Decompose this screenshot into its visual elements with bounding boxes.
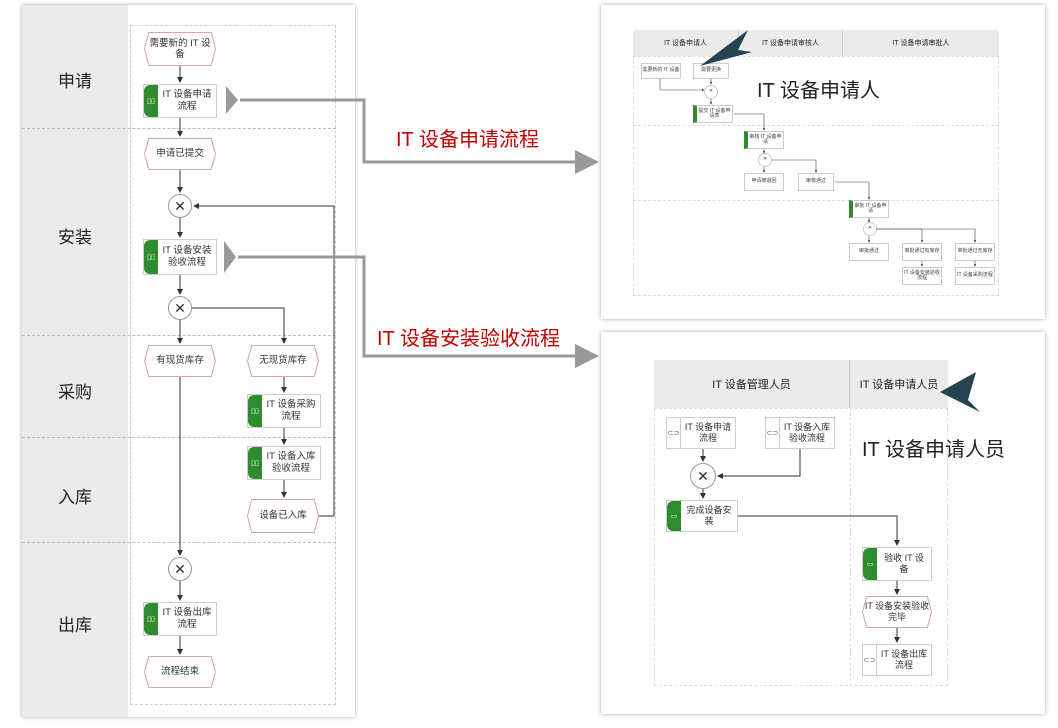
process-inbound-flow-label: IT 设备入库验收流程 xyxy=(266,451,316,474)
gateway-3: ✕ xyxy=(168,557,192,581)
lane-install: 安装 xyxy=(58,228,92,247)
event-stored: 设备已入库 xyxy=(248,500,318,532)
br-apply-flow[interactable]: ⊂⊃ IT 设备申请流程 xyxy=(666,417,736,449)
tr-gateway: ✕ xyxy=(758,153,772,167)
lane-body xyxy=(130,25,336,705)
tr-node: 审批通过无库存 xyxy=(955,243,995,261)
subprocess-icon: ▯▯ xyxy=(144,85,158,117)
br-inbound-flow[interactable]: ⊂⊃ IT 设备入库验收流程 xyxy=(765,417,835,449)
br-accept-device-label: 验收 IT 设备 xyxy=(884,552,924,574)
process-inbound-flow[interactable]: ▯▯ IT 设备入库验收流程 xyxy=(247,446,321,480)
tr-node: 审核通过 xyxy=(798,173,834,191)
tr-node: 需要新的 IT 设备 xyxy=(641,63,681,79)
subprocess-icon: ⊂⊃ xyxy=(863,645,877,675)
process-outbound-flow[interactable]: ▯▯ IT 设备出库流程 xyxy=(143,602,217,636)
br-outbound-flow-label: IT 设备出库流程 xyxy=(880,648,928,670)
lane-header-column xyxy=(22,5,128,717)
lane-purchase: 采购 xyxy=(58,383,92,402)
tr-node: 审批通过 xyxy=(849,243,889,261)
br-apply-flow-label: IT 设备申请流程 xyxy=(684,421,732,443)
br-header-applicant: IT 设备申请人员 xyxy=(850,360,948,408)
br-finish-install[interactable]: ▭ 完成设备安装 xyxy=(666,500,738,532)
tr-node: 提交 IT 设备申请表 xyxy=(693,105,733,123)
br-inbound-flow-label: IT 设备入库验收流程 xyxy=(783,421,831,443)
tr-header-reviewer: IT 设备申请审核人 xyxy=(739,30,843,56)
process-outbound-flow-label: IT 设备出库流程 xyxy=(162,607,212,630)
br-gateway: ✕ xyxy=(690,463,716,489)
lane-inbound: 入库 xyxy=(58,488,92,507)
gateway-2: ✕ xyxy=(168,296,192,320)
tr-node: IT 设备安装验收流程 xyxy=(902,267,942,285)
event-in-stock: 有现货库存 xyxy=(145,346,215,376)
process-apply-flow[interactable]: ▯▯ IT 设备申请流程 xyxy=(143,84,217,118)
event-no-stock: 无现货库存 xyxy=(248,346,318,376)
start-need-new-device: 需要新的 IT 设备 xyxy=(145,33,215,65)
lane-apply: 申请 xyxy=(58,72,92,91)
process-apply-flow-label: IT 设备申请流程 xyxy=(162,89,212,112)
subprocess-icon: ▯▯ xyxy=(248,395,262,427)
process-purchase-flow[interactable]: ▯▯ IT 设备采购流程 xyxy=(247,394,321,428)
br-callout-label: IT 设备申请人员 xyxy=(862,439,1005,461)
subprocess-icon: ⊂⊃ xyxy=(766,418,780,448)
lane-outbound: 出库 xyxy=(58,616,92,635)
br-accept-device[interactable]: ▭ 验收 IT 设备 xyxy=(862,547,932,581)
tr-header-applicant: IT 设备申请人 xyxy=(633,30,739,56)
tr-node: 审批 IT 设备申请 xyxy=(849,200,889,218)
apply-flow-detail-panel: IT 设备申请人 IT 设备申请审核人 IT 设备申请审批人 需要新的 IT 设… xyxy=(601,5,1045,319)
subprocess-icon: ▯▯ xyxy=(144,603,158,635)
br-finish-install-label: 完成设备安装 xyxy=(686,504,732,526)
tr-node: 申请被退回 xyxy=(744,173,784,191)
tr-gateway: ✕ xyxy=(704,85,718,99)
br-done-event: IT 设备安装验收完毕 xyxy=(863,597,931,627)
subprocess-icon: ▯▯ xyxy=(144,240,158,274)
br-outbound-flow[interactable]: ⊂⊃ IT 设备出库流程 xyxy=(862,644,932,676)
tr-gateway: ✕ xyxy=(863,222,877,236)
process-purchase-flow-label: IT 设备采购流程 xyxy=(266,399,316,422)
end-event: 流程结束 xyxy=(145,657,215,687)
caption-install-flow: IT 设备安装验收流程 xyxy=(377,328,560,350)
gateway-1: ✕ xyxy=(168,194,192,218)
subprocess-icon: ▯▯ xyxy=(248,447,262,479)
br-header-admin: IT 设备管理人员 xyxy=(654,360,850,408)
tr-header-approver: IT 设备申请审批人 xyxy=(843,30,999,56)
monitor-icon: ▭ xyxy=(863,548,877,580)
tr-node: 审批通过有库存 xyxy=(902,243,942,261)
tr-callout-label: IT 设备申请人 xyxy=(757,80,880,102)
tr-node: IT 设备采购流程 xyxy=(955,267,995,285)
tr-node: 审核 IT 设备申请 xyxy=(744,131,784,149)
tr-node: 需要更换 xyxy=(693,63,729,79)
subprocess-icon: ⊂⊃ xyxy=(667,418,681,448)
event-submitted: 申请已提交 xyxy=(145,139,215,169)
process-install-flow[interactable]: ▯▯ IT 设备安装验收流程 xyxy=(143,239,217,275)
monitor-icon: ▭ xyxy=(667,501,681,531)
caption-apply-flow: IT 设备申请流程 xyxy=(396,129,539,151)
process-install-flow-label: IT 设备安装验收流程 xyxy=(162,245,212,268)
